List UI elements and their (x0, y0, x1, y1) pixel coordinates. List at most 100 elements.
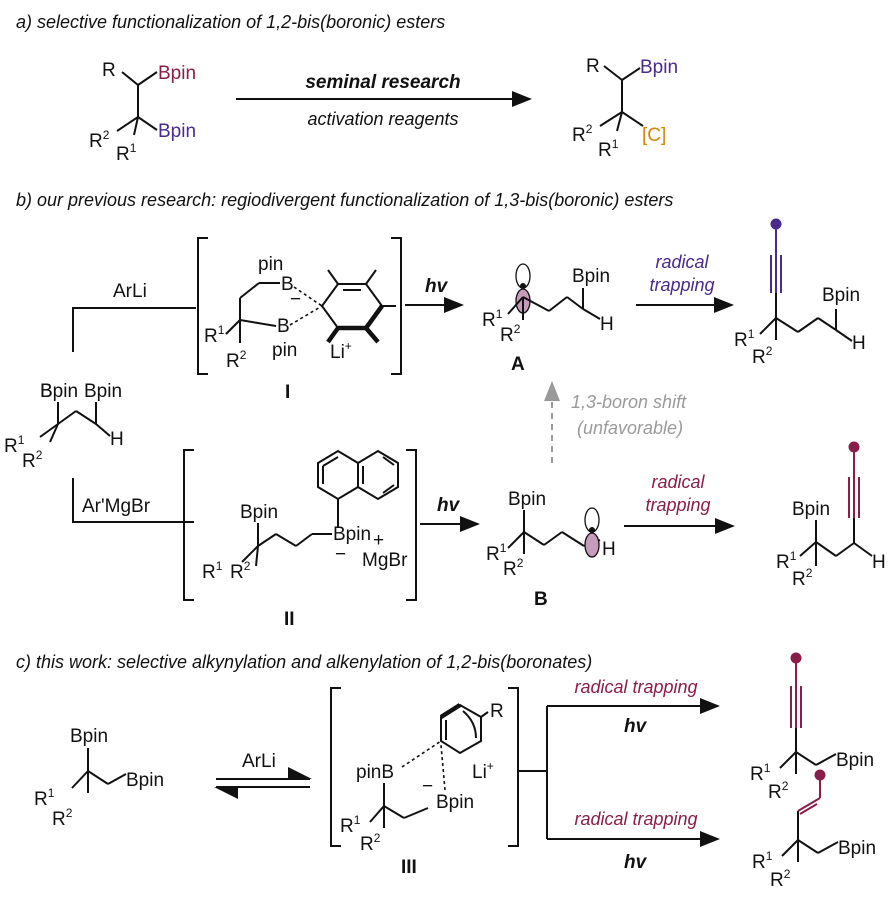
svg-text:pinB: pinB (356, 762, 394, 783)
svg-text:Bpin: Bpin (333, 524, 371, 545)
svg-text:Bpin: Bpin (572, 266, 610, 287)
svg-text:MgBr: MgBr (362, 550, 408, 571)
branch-down (72, 478, 194, 523)
svg-text:B: B (277, 316, 290, 337)
svg-text:Bpin: Bpin (792, 499, 830, 520)
svg-text:Li+: Li+ (330, 339, 352, 363)
svg-text:radical: radical (655, 252, 709, 272)
svg-text:hv: hv (624, 716, 648, 737)
svg-text:R2: R2 (770, 867, 791, 891)
svg-text:radical: radical (651, 472, 705, 492)
svg-text:R: R (586, 56, 600, 77)
intermediate-I: pin B B pin R1 R2 − Li+ I (197, 237, 402, 403)
panel-b-heading: b) our previous research: regiodivergent… (16, 190, 673, 210)
svg-text:H: H (852, 333, 866, 354)
label-III: III (401, 857, 417, 878)
product-A-alkyne: Bpin H R1 R2 (734, 218, 866, 368)
svg-text:R2: R2 (768, 779, 789, 803)
panel-a-product: R Bpin [C] R2 R1 (572, 56, 678, 161)
panel-a-reactant: R Bpin Bpin R2 R1 (89, 60, 196, 165)
svg-text:radical trapping: radical trapping (574, 677, 697, 697)
svg-text:Bpin: Bpin (436, 792, 474, 813)
svg-text:R1: R1 (34, 786, 55, 810)
svg-text:Bpin: Bpin (158, 63, 196, 84)
svg-text:[C]: [C] (642, 125, 666, 146)
svg-text:H: H (602, 539, 616, 560)
svg-text:Bpin: Bpin (836, 750, 874, 771)
svg-text:H: H (110, 429, 124, 450)
arli-label: ArLi (113, 281, 147, 302)
svg-text:R2: R2 (89, 128, 110, 152)
svg-text:R2: R2 (792, 566, 813, 590)
svg-text:R2: R2 (22, 448, 43, 472)
svg-text:Bpin: Bpin (70, 726, 108, 747)
svg-text:B: B (281, 274, 294, 295)
label-II: II (284, 609, 295, 630)
armgbr-label: Ar'MgBr (82, 496, 151, 517)
panel-b: b) our previous research: regiodivergent… (4, 190, 886, 630)
panel-c-heading: c) this work: selective alkynylation and… (16, 652, 592, 672)
product-B-alkyne: Bpin H R1 R2 (776, 441, 886, 590)
branch-up (72, 307, 196, 352)
svg-text:R2: R2 (572, 122, 593, 146)
svg-text:H: H (600, 314, 614, 335)
panel-a-heading: a) selective functionalization of 1,2-bi… (16, 12, 445, 32)
svg-text:H: H (872, 552, 886, 573)
svg-text:R1: R1 (598, 137, 619, 161)
svg-text:Bpin: Bpin (126, 770, 164, 791)
svg-text:R1: R1 (340, 813, 361, 837)
svg-text:Bpin: Bpin (240, 502, 278, 523)
svg-text:trapping: trapping (649, 275, 714, 295)
unfavorable-label: (unfavorable) (577, 418, 683, 438)
svg-text:hv: hv (425, 276, 449, 297)
seminal-research-label: seminal research (305, 72, 460, 93)
arli-label-c: ArLi (242, 751, 276, 772)
intermediate-III: R pinB − Li+ Bpin R1 R2 III (330, 687, 519, 878)
svg-text:R2: R2 (360, 831, 381, 855)
svg-text:pin: pin (272, 340, 297, 361)
label-I: I (285, 382, 290, 403)
svg-text:+: + (373, 530, 384, 551)
svg-text:R1: R1 (116, 141, 137, 165)
svg-text:hv: hv (437, 495, 461, 516)
svg-text:hv: hv (624, 852, 648, 873)
radical-B: Bpin H R1 R2 B (486, 489, 616, 610)
panel-a: a) selective functionalization of 1,2-bi… (16, 12, 678, 165)
svg-text:R: R (490, 701, 504, 722)
svg-text:−: − (335, 544, 346, 565)
svg-text:R2: R2 (226, 348, 247, 372)
product-c-alkyne: Bpin R1 R2 (750, 652, 874, 803)
svg-text:R2: R2 (500, 322, 521, 346)
svg-text:R1: R1 (202, 559, 223, 583)
svg-text:pin: pin (258, 254, 283, 275)
label-A: A (511, 354, 525, 375)
svg-text:R2: R2 (230, 559, 251, 583)
svg-text:radical trapping: radical trapping (574, 809, 697, 829)
svg-text:Bpin: Bpin (84, 381, 122, 402)
panel-c-substrate: Bpin Bpin R1 R2 (34, 726, 164, 830)
intermediate-II: Bpin − + MgBr Bpin R1 R2 II (183, 449, 417, 630)
svg-text:Bpin: Bpin (508, 489, 546, 510)
svg-text:Bpin: Bpin (158, 121, 196, 142)
svg-text:R1: R1 (204, 323, 225, 347)
svg-text:Bpin: Bpin (838, 838, 876, 859)
panel-b-starting-material: B Bpin Bpin H R1 R2 (4, 381, 124, 472)
boron-shift-label: 1,3-boron shift (571, 392, 687, 412)
svg-text:R2: R2 (752, 344, 773, 368)
svg-text:Bpin: Bpin (40, 381, 78, 402)
svg-text:−: − (290, 289, 301, 310)
svg-text:R2: R2 (52, 806, 73, 830)
radical-A: Bpin H R1 R2 A (482, 263, 614, 375)
label-B: B (534, 589, 548, 610)
svg-text:Bpin: Bpin (822, 285, 860, 306)
activation-reagents-label: activation reagents (307, 109, 458, 129)
panel-c: c) this work: selective alkynylation and… (16, 652, 876, 891)
svg-text:R: R (102, 60, 116, 81)
svg-text:Bpin: Bpin (640, 57, 678, 78)
svg-text:B: B (40, 381, 53, 402)
svg-text:R2: R2 (503, 556, 524, 580)
svg-text:trapping: trapping (645, 495, 710, 515)
svg-text:−: − (422, 776, 433, 797)
